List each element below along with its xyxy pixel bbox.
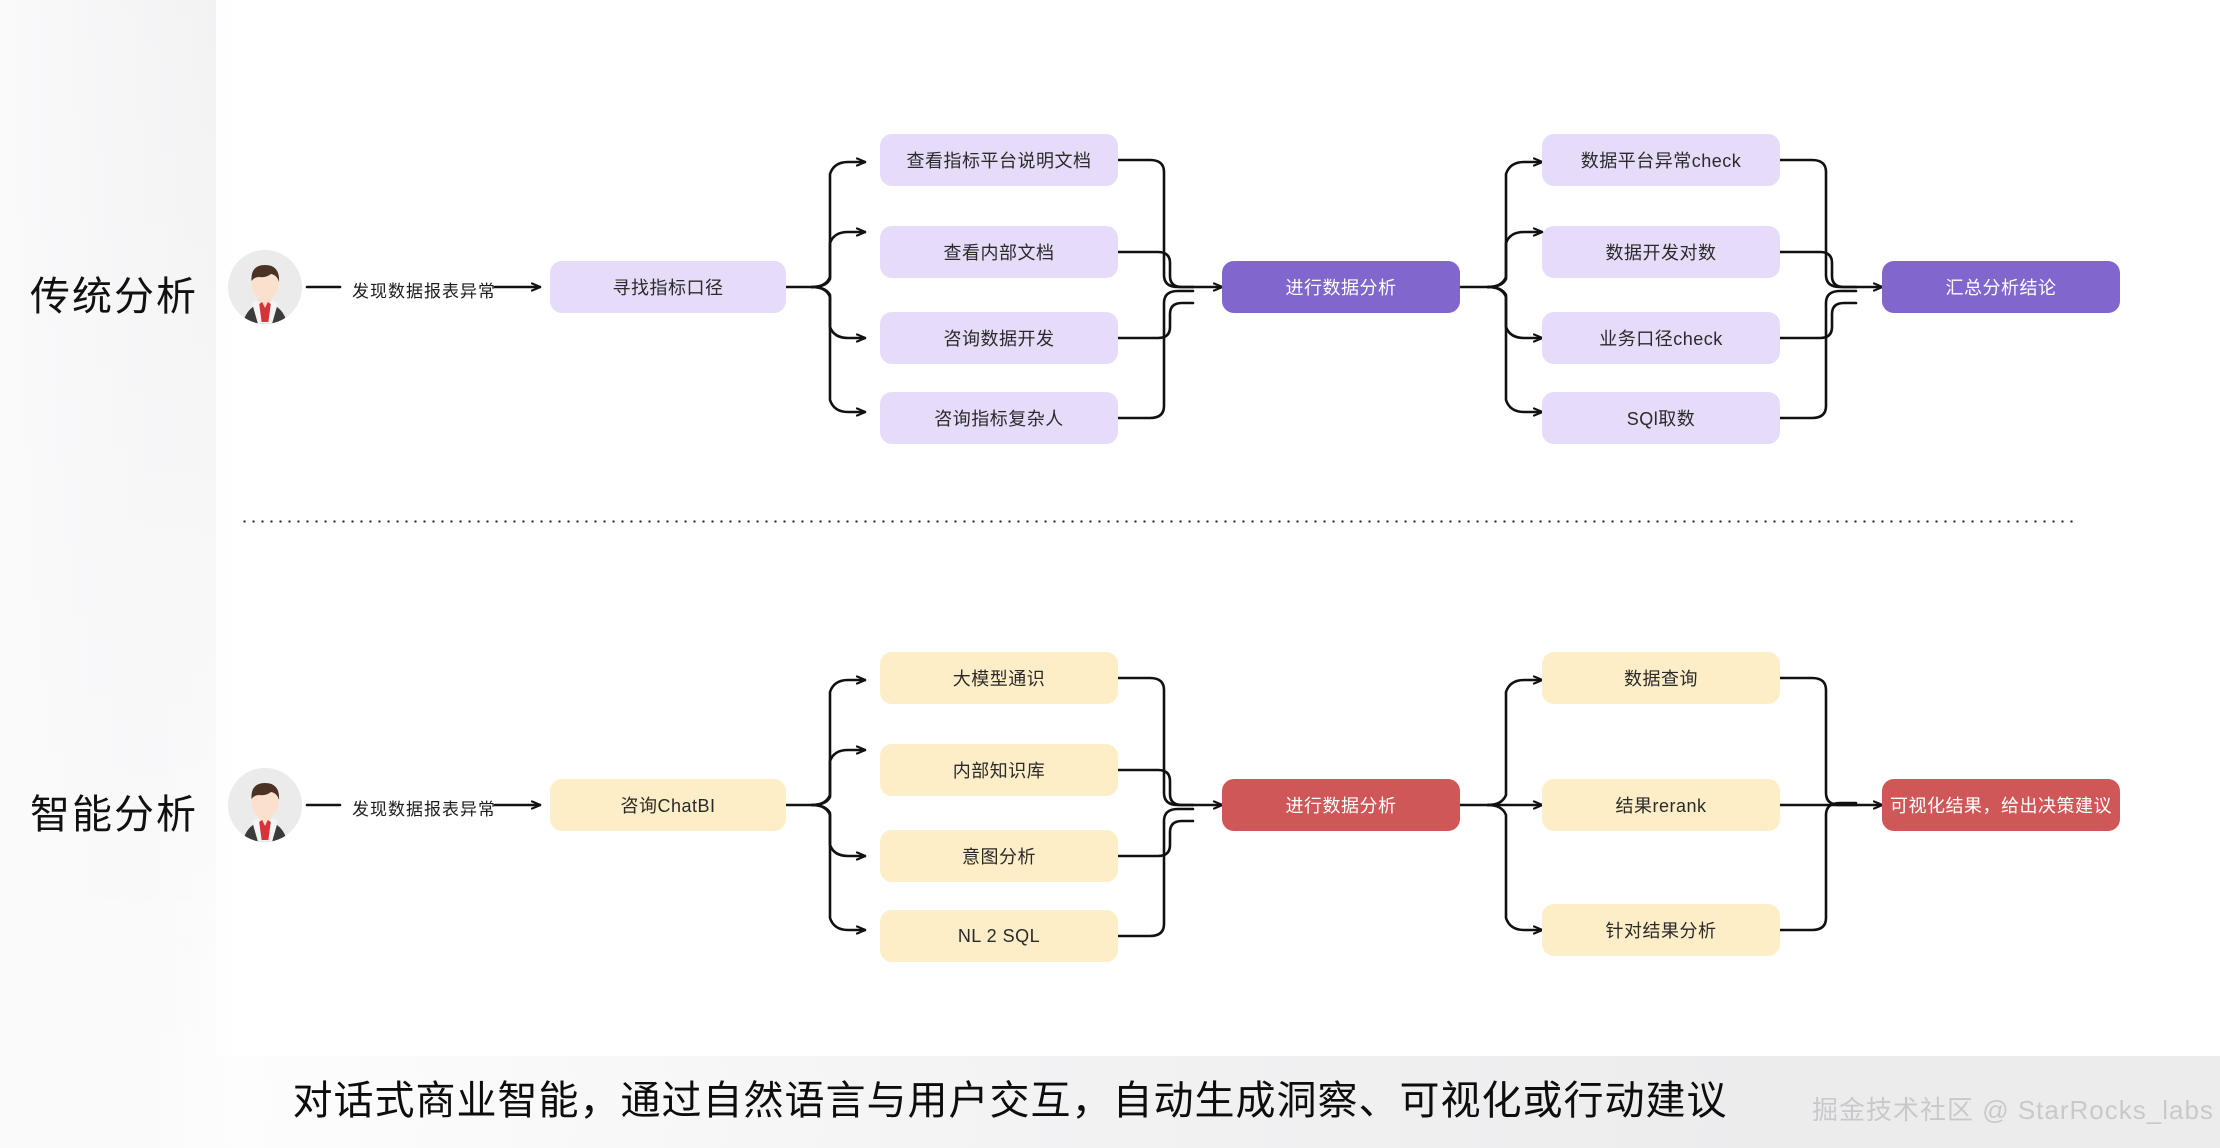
avatar-intelligent xyxy=(228,768,302,842)
node-fan2-2-traditional[interactable]: 业务口径check xyxy=(1542,312,1780,364)
node-fan1-0-traditional[interactable]: 查看指标平台说明文档 xyxy=(880,134,1118,186)
node-start-intelligent[interactable]: 咨询ChatBI xyxy=(550,779,786,831)
node-start-traditional[interactable]: 寻找指标口径 xyxy=(550,261,786,313)
node-fan2-0-traditional[interactable]: 数据平台异常check xyxy=(1542,134,1780,186)
edge-caption-traditional: 发现数据报表异常 xyxy=(352,282,496,301)
node-fan2-1-traditional[interactable]: 数据开发对数 xyxy=(1542,226,1780,278)
background-left-fade xyxy=(0,0,240,1148)
person-icon xyxy=(228,768,302,842)
watermark: 掘金技术社区 @ StarRocks_labs xyxy=(1812,1095,2214,1125)
node-fan2-1-intelligent[interactable]: 结果rerank xyxy=(1542,779,1780,831)
row-label-traditional: 传统分析 xyxy=(30,275,198,319)
node-fan2-3-traditional[interactable]: SQl取数 xyxy=(1542,392,1780,444)
node-fan1-1-intelligent[interactable]: 内部知识库 xyxy=(880,744,1118,796)
node-fan1-3-intelligent[interactable]: NL 2 SQL xyxy=(880,910,1118,962)
node-fan1-0-intelligent[interactable]: 大模型通识 xyxy=(880,652,1118,704)
node-mid-traditional[interactable]: 进行数据分析 xyxy=(1222,261,1460,313)
node-fan2-2-intelligent[interactable]: 针对结果分析 xyxy=(1542,904,1780,956)
node-fan1-3-traditional[interactable]: 咨询指标复杂人 xyxy=(880,392,1118,444)
node-fan2-0-intelligent[interactable]: 数据查询 xyxy=(1542,652,1780,704)
bottom-caption-text: 对话式商业智能，通过自然语言与用户交互，自动生成洞察、可视化或行动建议 xyxy=(292,1079,1728,1123)
node-fan1-1-traditional[interactable]: 查看内部文档 xyxy=(880,226,1118,278)
node-end-intelligent[interactable]: 可视化结果，给出决策建议 xyxy=(1882,779,2120,831)
person-icon xyxy=(228,250,302,324)
section-divider xyxy=(240,520,2074,523)
white-panel xyxy=(216,0,2220,1056)
edge-caption-intelligent: 发现数据报表异常 xyxy=(352,800,496,819)
node-fan1-2-intelligent[interactable]: 意图分析 xyxy=(880,830,1118,882)
node-end-traditional[interactable]: 汇总分析结论 xyxy=(1882,261,2120,313)
bottom-caption: 对话式商业智能，通过自然语言与用户交互，自动生成洞察、可视化或行动建议 xyxy=(0,1068,2220,1126)
avatar-traditional xyxy=(228,250,302,324)
node-mid-intelligent[interactable]: 进行数据分析 xyxy=(1222,779,1460,831)
row-label-intelligent: 智能分析 xyxy=(30,793,198,837)
node-fan1-2-traditional[interactable]: 咨询数据开发 xyxy=(880,312,1118,364)
